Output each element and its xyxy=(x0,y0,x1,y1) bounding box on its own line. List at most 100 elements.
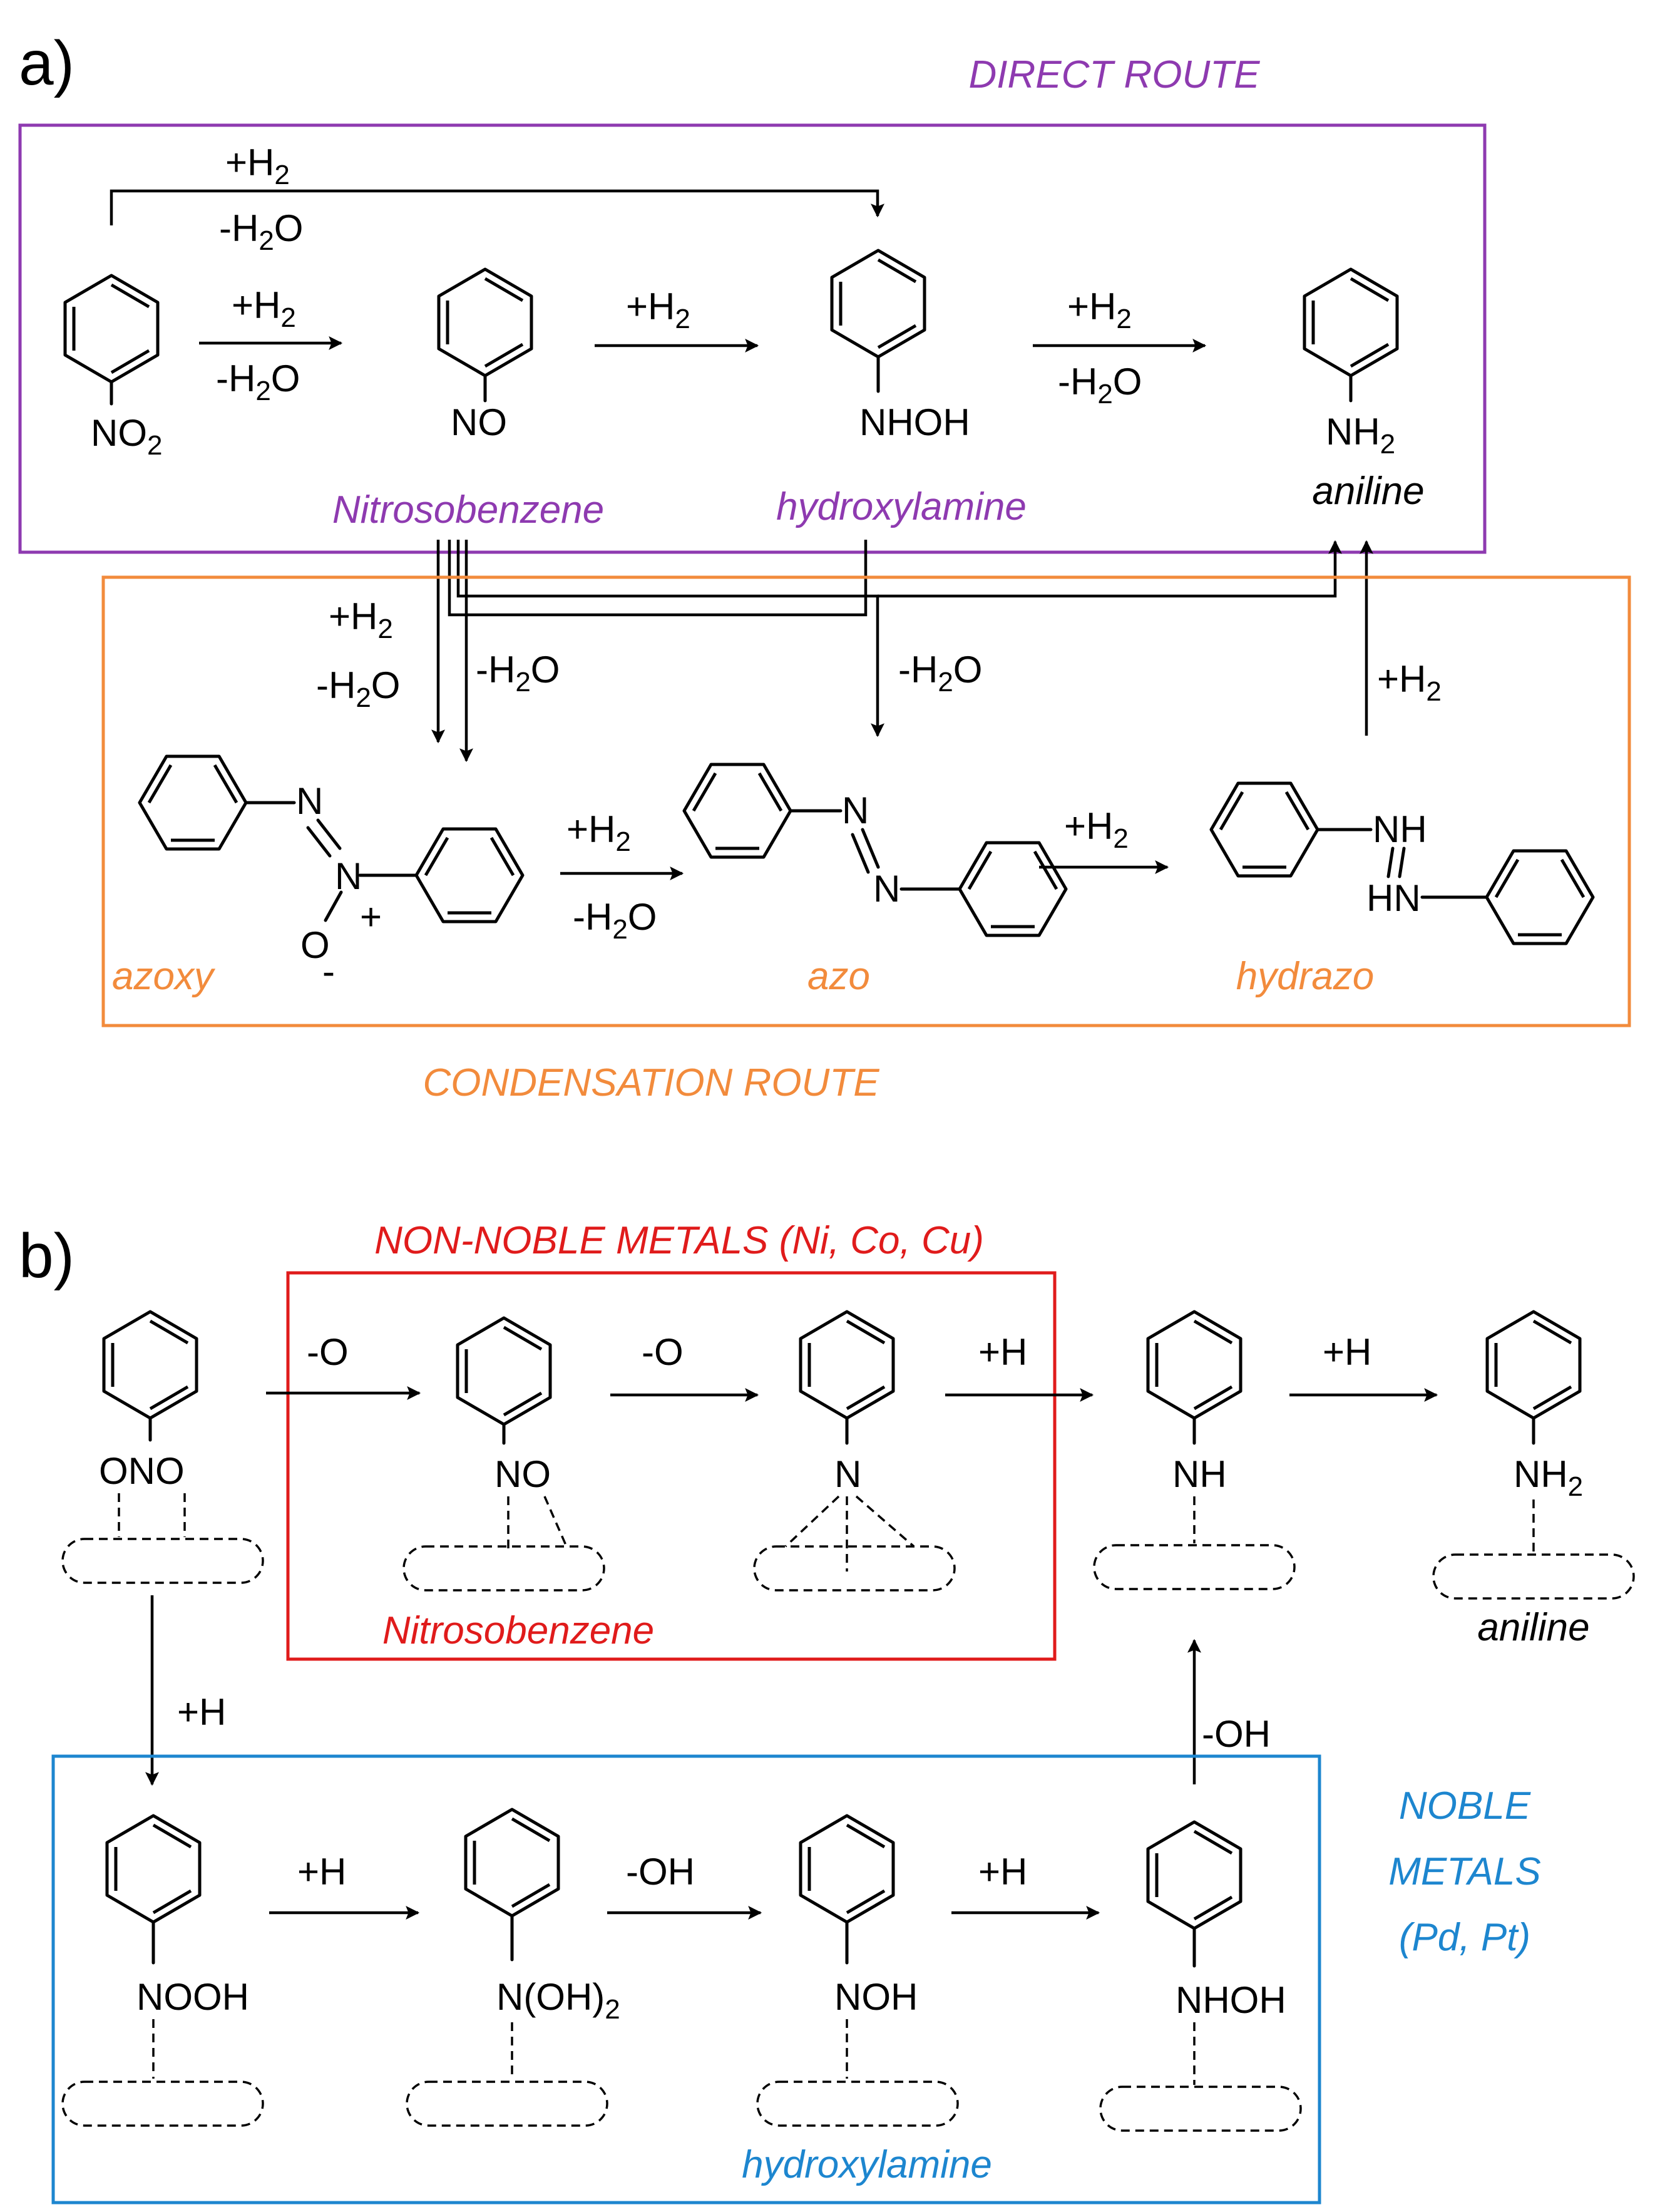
hydrazo-arrow-h2: +H2 xyxy=(1064,805,1129,854)
label-hydrazo: hydrazo xyxy=(1236,955,1375,998)
label-azo: azo xyxy=(807,955,870,998)
b-arrow2-label: -O xyxy=(642,1331,684,1373)
b-arrow4-label: +H xyxy=(1323,1331,1371,1373)
hydrazo-nh: NH xyxy=(1373,808,1427,850)
azoxy-minus: - xyxy=(322,950,335,992)
b-nitrene-dash-3 xyxy=(855,1495,915,1548)
bypass-h2o-label: -H2O xyxy=(219,207,303,256)
nitrobenzene-group: NO2 xyxy=(91,412,162,461)
azoxy-double-1 xyxy=(316,818,342,850)
b-nh-ring xyxy=(1148,1312,1241,1418)
azoxy-double-2 xyxy=(306,826,332,858)
azoxy-ring-left xyxy=(140,756,246,849)
b-nitrene-dash-1 xyxy=(784,1495,840,1548)
label-hydroxylamine-a: hydroxylamine xyxy=(776,485,1027,528)
b-aniline-surface xyxy=(1432,1553,1635,1600)
b-noh-surface xyxy=(756,2081,959,2127)
b-aniline-ring xyxy=(1487,1312,1580,1418)
azoxy-o: O xyxy=(300,924,330,966)
azo-arrow-h2o: -H2O xyxy=(573,896,657,945)
azoxy-h2o-label-2: -H2O xyxy=(476,649,560,697)
b-nitro-surface xyxy=(61,1538,264,1584)
b-nitrene-surface xyxy=(753,1545,956,1592)
aniline-ring-a xyxy=(1304,269,1397,376)
noble-title-3: (Pd, Pt) xyxy=(1399,1916,1530,1959)
b-arrow1-label: -O xyxy=(307,1331,349,1373)
b-noh2-surface xyxy=(406,2081,608,2127)
b-arrow-up-label: -OH xyxy=(1202,1713,1271,1755)
nitrosobenzene-ring xyxy=(439,269,531,376)
b-nhoh-surface xyxy=(1099,2086,1302,2132)
b-nitroso-surface xyxy=(402,1545,605,1592)
arrow-hydroxylamine-to-aniline-return xyxy=(878,540,1342,598)
hydrazo-double-1 xyxy=(1386,846,1395,878)
non-noble-box xyxy=(286,1271,1057,1661)
azo-arrow-h2: +H2 xyxy=(566,808,631,857)
non-noble-title: NON-NOBLE METALS (Ni, Co, Cu) xyxy=(374,1219,984,1262)
azo-h2o-label: -H2O xyxy=(898,649,982,697)
b-nitroso-ring xyxy=(458,1318,550,1424)
hydrazo-ring-left xyxy=(1211,783,1318,876)
azo-double-1 xyxy=(861,828,880,869)
arrow-to-azo xyxy=(456,540,884,738)
hydrazo-hn: HN xyxy=(1366,877,1421,919)
b-arrow6-label: -OH xyxy=(626,1851,695,1893)
b-arrow3-label: +H xyxy=(978,1331,1027,1373)
b-nh-surface xyxy=(1093,1544,1296,1590)
hydrazo-h2-label: +H2 xyxy=(1377,658,1442,707)
hydroxylamine-ring xyxy=(832,250,925,357)
nitrobenzene-ring xyxy=(65,275,158,382)
azoxy-n1: N xyxy=(296,780,323,822)
noble-title-2: METALS xyxy=(1388,1850,1540,1893)
azoxy-h2o-label: -H2O xyxy=(316,664,400,713)
azoxy-ring-right xyxy=(416,829,523,922)
bypass-arrow-nitro-to-hydroxylamine xyxy=(110,189,884,225)
arrow3-h2o-label: -H2O xyxy=(1058,361,1142,409)
panel-a-label: a) xyxy=(19,28,74,98)
b-noh2-ring xyxy=(466,1809,558,1916)
panel-b-label: b) xyxy=(19,1221,74,1291)
azo-n2: N xyxy=(873,868,900,910)
noble-box xyxy=(51,1754,1321,2204)
arrow1-h2o-label: -H2O xyxy=(216,358,300,406)
b-nooh-surface xyxy=(61,2081,264,2127)
azo-n1: N xyxy=(842,790,869,831)
b-label-nitrosobenzene: Nitrosobenzene xyxy=(382,1609,654,1652)
b-nhoh-group: NHOH xyxy=(1176,1979,1286,2021)
azo-double-2 xyxy=(851,833,870,874)
b-nitroso-group: NO xyxy=(494,1453,551,1495)
label-azoxy: azoxy xyxy=(112,955,216,998)
direct-route-box xyxy=(18,123,1487,554)
b-nitrene-n: N xyxy=(834,1453,861,1495)
condensation-route-title: CONDENSATION ROUTE xyxy=(423,1061,879,1104)
b-nh-group: NH xyxy=(1172,1453,1227,1495)
b-arrow7-label: +H xyxy=(978,1851,1027,1893)
hydroxylamine-group: NHOH xyxy=(859,401,970,443)
arrow3-h2-label: +H2 xyxy=(1067,286,1132,334)
b-nitro-group: ONO xyxy=(99,1450,185,1492)
b-arrow-down-label: +H xyxy=(177,1691,226,1733)
aniline-group-a: NH2 xyxy=(1326,411,1395,460)
azoxy-n2: N xyxy=(335,855,362,897)
azo-ring-right xyxy=(960,843,1066,935)
b-label-aniline: aniline xyxy=(1477,1606,1589,1649)
b-nitrene-ring xyxy=(801,1312,893,1418)
b-noh2-group: N(OH)2 xyxy=(496,1976,620,2025)
b-nhoh-ring xyxy=(1148,1822,1241,1928)
noble-title-1: NOBLE xyxy=(1399,1784,1531,1828)
hydrazo-double-2 xyxy=(1398,846,1406,878)
b-nitroso-dash-2 xyxy=(543,1496,568,1547)
azoxy-h2-label: +H2 xyxy=(329,595,393,644)
azoxy-plus: + xyxy=(360,896,382,938)
b-nooh-ring xyxy=(107,1816,200,1922)
b-nitro-ring xyxy=(104,1312,197,1418)
b-aniline-group: NH2 xyxy=(1514,1453,1583,1502)
direct-route-title: DIRECT ROUTE xyxy=(969,53,1261,96)
b-noh-group: NOH xyxy=(834,1976,918,2018)
arrow1-h2-label: +H2 xyxy=(232,284,296,333)
b-nooh-group: NOOH xyxy=(136,1976,249,2018)
b-arrow5-label: +H xyxy=(297,1851,346,1893)
hydrazo-ring-right xyxy=(1487,851,1593,944)
label-nitrosobenzene-a: Nitrosobenzene xyxy=(332,488,604,532)
